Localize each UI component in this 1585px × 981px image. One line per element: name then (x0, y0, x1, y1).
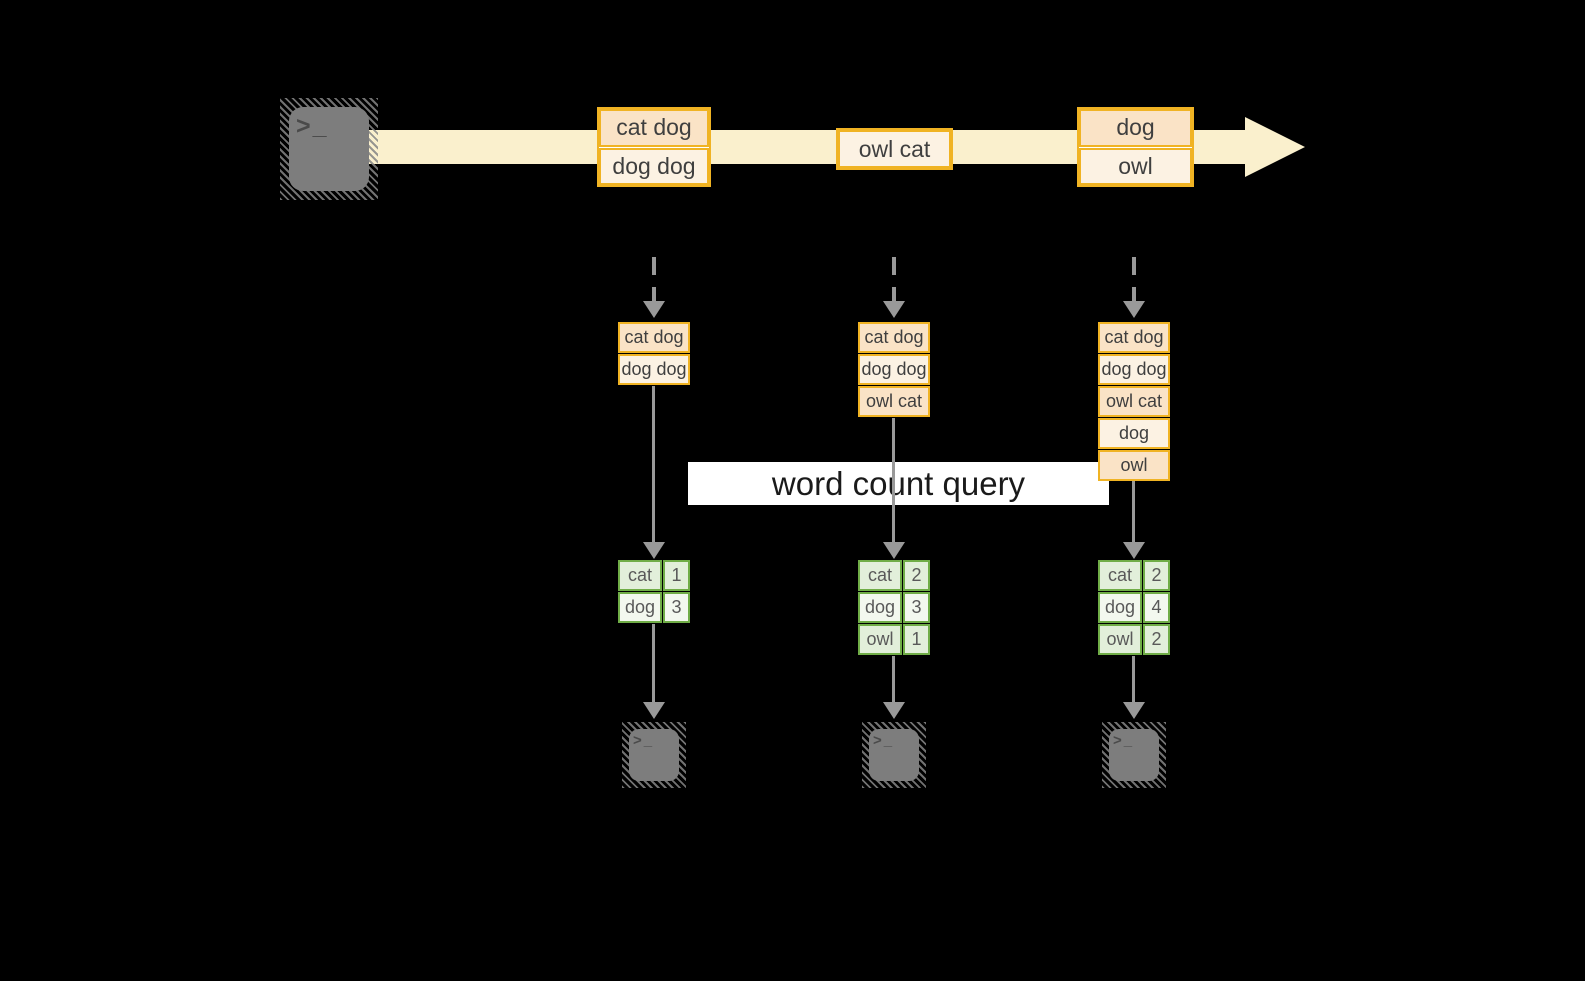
word-count-table-2: cat 2 dog 3 owl 1 (858, 560, 930, 655)
query-banner-label: word count query (771, 464, 1026, 502)
flow-line (652, 386, 655, 542)
output-arrowhead-icon (1123, 702, 1145, 719)
word-cell: owl (1098, 624, 1142, 655)
count-cell: 4 (1143, 592, 1170, 623)
buffer-line: dog dog (618, 354, 690, 385)
buffer-line: cat dog (858, 322, 930, 353)
record-line: owl (1079, 147, 1192, 185)
stream-record-2: owl cat (836, 128, 953, 170)
record-line: dog dog (599, 147, 709, 185)
record-line: cat dog (599, 109, 709, 147)
stream-record-1: cat dog dog dog (597, 107, 711, 187)
buffer-line: dog dog (858, 354, 930, 385)
stream-arrowhead-icon (1245, 117, 1305, 177)
count-cell: 2 (1143, 560, 1170, 591)
buffer-line: dog (1098, 418, 1170, 449)
terminal-prompt-icon: >_ (1113, 732, 1135, 749)
ingest-arrow-dash (1132, 257, 1136, 301)
buffer-stack-3: cat dog dog dog owl cat dog owl (1098, 322, 1170, 481)
buffer-stack-1: cat dog dog dog (618, 322, 690, 385)
output-arrowhead-icon (643, 702, 665, 719)
word-cell: dog (858, 592, 902, 623)
record-line: owl cat (838, 130, 951, 168)
output-line (652, 624, 655, 702)
count-cell: 3 (903, 592, 930, 623)
flow-arrowhead-icon (883, 542, 905, 559)
terminal-screen (629, 729, 679, 781)
output-arrowhead-icon (883, 702, 905, 719)
buffer-line: cat dog (618, 322, 690, 353)
buffer-line: owl (1098, 450, 1170, 481)
output-terminal-icon: >_ (862, 722, 926, 788)
count-cell: 1 (663, 560, 690, 591)
word-cell: dog (1098, 592, 1142, 623)
ingest-arrow-dash (652, 257, 656, 301)
count-cell: 3 (663, 592, 690, 623)
output-terminal-icon: >_ (622, 722, 686, 788)
output-terminal-icon: >_ (1102, 722, 1166, 788)
word-count-table-1: cat 1 dog 3 (618, 560, 690, 623)
count-cell: 2 (1143, 624, 1170, 655)
count-cell: 2 (903, 560, 930, 591)
ingest-arrowhead-icon (643, 301, 665, 318)
flow-line (1132, 481, 1135, 542)
word-count-table-3: cat 2 dog 4 owl 2 (1098, 560, 1170, 655)
terminal-prompt-icon: >_ (873, 732, 895, 749)
terminal-prompt-icon: >_ (633, 732, 655, 749)
flow-line (892, 418, 895, 542)
ingest-arrowhead-icon (1123, 301, 1145, 318)
word-cell: dog (618, 592, 662, 623)
word-cell: cat (1098, 560, 1142, 591)
stream-record-3: dog owl (1077, 107, 1194, 187)
record-line: dog (1079, 109, 1192, 147)
word-cell: cat (618, 560, 662, 591)
ingest-arrow-dash (892, 257, 896, 301)
word-cell: owl (858, 624, 902, 655)
buffer-line: owl cat (858, 386, 930, 417)
buffer-line: owl cat (1098, 386, 1170, 417)
buffer-stack-2: cat dog dog dog owl cat (858, 322, 930, 417)
terminal-screen (289, 107, 369, 191)
buffer-line: dog dog (1098, 354, 1170, 385)
terminal-screen (869, 729, 919, 781)
output-line (1132, 656, 1135, 702)
word-cell: cat (858, 560, 902, 591)
flow-arrowhead-icon (643, 542, 665, 559)
output-line (892, 656, 895, 702)
ingest-arrowhead-icon (883, 301, 905, 318)
terminal-screen (1109, 729, 1159, 781)
buffer-line: cat dog (1098, 322, 1170, 353)
flow-arrowhead-icon (1123, 542, 1145, 559)
count-cell: 1 (903, 624, 930, 655)
source-terminal-icon: >_ (280, 98, 378, 200)
terminal-prompt-icon: >_ (296, 112, 329, 140)
query-banner: word count query (688, 462, 1109, 505)
